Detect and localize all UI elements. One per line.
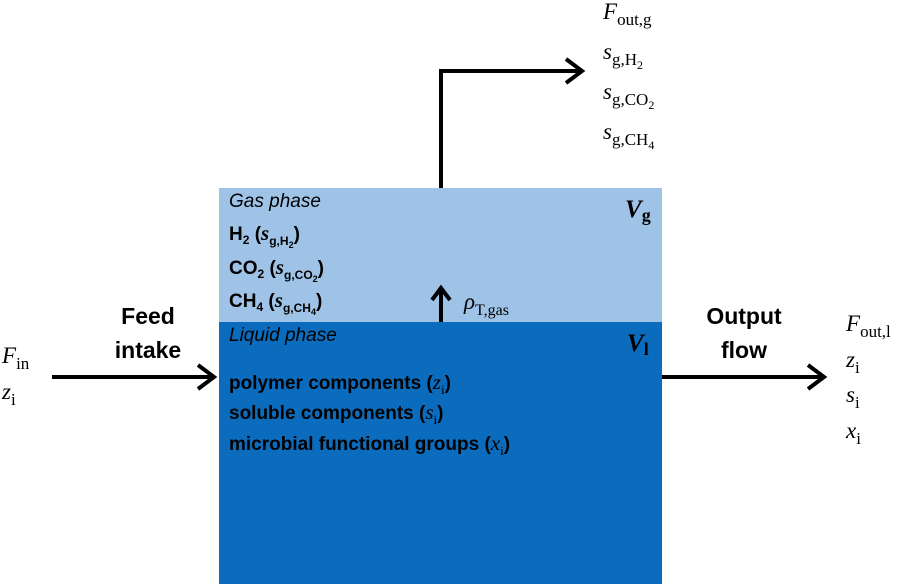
liquid-volume-label: Vl	[627, 330, 649, 359]
outflow-var-z: zi	[846, 347, 860, 377]
gas-out-var-sh2: sg,H2	[603, 39, 643, 72]
transfer-arrow	[430, 284, 452, 322]
gas-phase-title: Gas phase	[229, 191, 321, 212]
gas-out-var-sco2: sg,CO2	[603, 79, 655, 112]
output-arrow	[662, 363, 828, 391]
gas-item-co2: CO2 (sg,CO2)	[229, 255, 324, 284]
gas-item-h2: H2 (sg,H2)	[229, 221, 300, 250]
liquid-item-soluble: soluble components (si)	[229, 400, 444, 427]
liquid-phase-region	[219, 322, 662, 584]
liquid-item-polymer: polymer components (zi)	[229, 370, 451, 397]
inflow-var-z: zi	[2, 379, 16, 409]
feed-arrow	[52, 363, 218, 391]
outflow-var-x: xi	[846, 418, 861, 448]
gas-out-var-f: Fout,g	[603, 0, 652, 29]
outflow-var-f: Fout,l	[846, 311, 891, 341]
gas-out-arrow	[439, 57, 586, 188]
gas-item-ch4: CH4 (sg,CH4)	[229, 288, 323, 317]
inflow-var-f: Fin	[2, 343, 30, 373]
liquid-phase-title: Liquid phase	[229, 325, 337, 346]
gas-out-var-sch4: sg,CH4	[603, 119, 655, 152]
liquid-item-microbial: microbial functional groups (xi)	[229, 431, 511, 458]
transfer-rate-label: ρT,gas	[464, 289, 509, 319]
outflow-var-s: si	[846, 382, 860, 412]
gas-volume-label: Vg	[625, 196, 651, 225]
